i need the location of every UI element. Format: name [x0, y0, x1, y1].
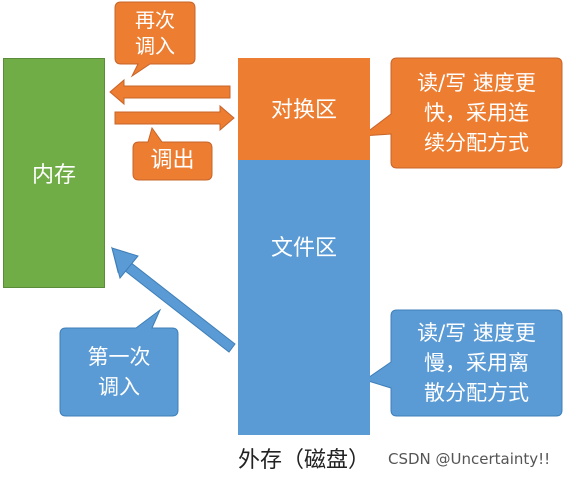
callout-swap-area-note-shape [360, 57, 563, 169]
memory-block: 内存 [3, 58, 105, 288]
callout-swap-out-shape [132, 126, 213, 181]
callout-swap-area-note-text: 读/写 速度更 快，采用连 续分配方式 [417, 71, 536, 155]
callout-first-load-text: 第一次 调入 [87, 345, 151, 399]
callout-first-load-shape [59, 308, 179, 417]
arrow-swap-out [114, 104, 235, 132]
swap-area-block: 对换区 [238, 58, 370, 160]
memory-label: 内存 [31, 163, 76, 188]
callout-file-area-note-text: 读/写 速度更 慢，采用离 散分配方式 [417, 321, 536, 405]
callout-swap-in-again-text: 再次 调入 [135, 8, 175, 58]
callout-swap-out-text: 调出 [150, 148, 195, 173]
swap-area-label: 对换区 [270, 98, 337, 123]
storage-caption: 外存（磁盘） [238, 448, 371, 473]
watermark: CSDN @Uncertainty!! [388, 450, 551, 468]
arrow-swap-in [109, 78, 231, 106]
arrow-first-load-head [111, 247, 139, 280]
callout-file-area-note-shape [363, 309, 563, 417]
file-area-block: 文件区 [238, 160, 370, 435]
callout-swap-in-again-shape [114, 1, 196, 78]
file-area-label: 文件区 [270, 236, 337, 261]
